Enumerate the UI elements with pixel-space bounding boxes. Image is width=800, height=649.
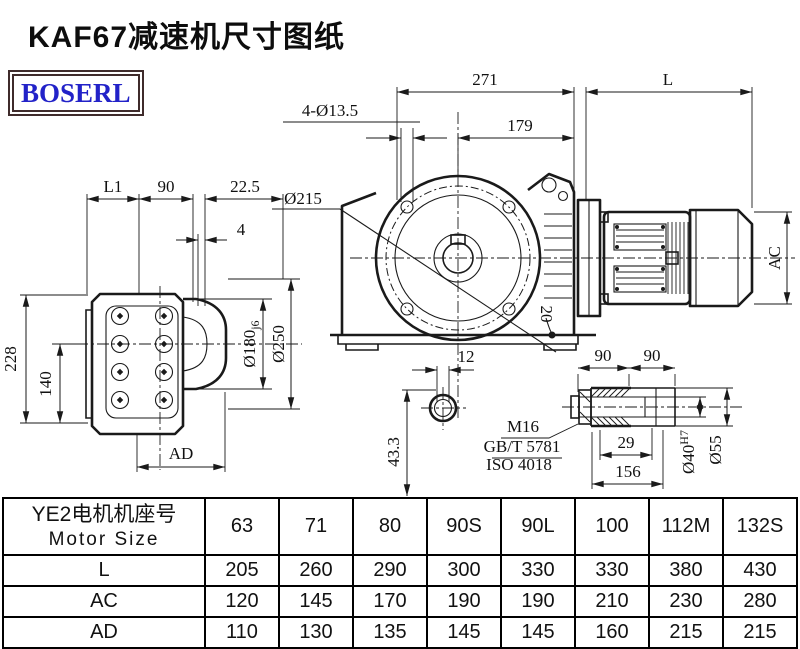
dim-L: L xyxy=(663,70,673,89)
cell: 130 xyxy=(278,616,354,649)
dim-215: Ø215 xyxy=(284,189,322,208)
dim-90b: 90 xyxy=(644,346,661,365)
table-row: AC 120 145 170 190 190 210 230 280 xyxy=(2,585,798,618)
bolt-note: M16 GB/T 5781 ISO 4018 xyxy=(484,417,579,474)
row-label: AC xyxy=(2,585,206,618)
cell: 215 xyxy=(648,616,724,649)
cell: 145 xyxy=(500,616,576,649)
col-header: 100 xyxy=(574,497,650,556)
row-label: AD xyxy=(2,616,206,649)
cell: 190 xyxy=(500,585,576,618)
dim-179: 179 xyxy=(507,116,533,135)
cell: 230 xyxy=(648,585,724,618)
cell: 260 xyxy=(278,554,354,587)
table-row: L 205 260 290 300 330 330 380 430 xyxy=(2,554,798,587)
col-header: 90S xyxy=(426,497,502,556)
dim-180j6: Ø180j6 xyxy=(240,320,262,367)
cell: 330 xyxy=(574,554,650,587)
cell: 290 xyxy=(352,554,428,587)
col-header: 71 xyxy=(278,497,354,556)
dim-L1: L1 xyxy=(104,177,123,196)
boserl-logo: BOSERL xyxy=(8,70,144,116)
dim-4: 4 xyxy=(237,220,246,239)
note-gbt: GB/T 5781 xyxy=(484,437,561,456)
cell: 135 xyxy=(352,616,428,649)
col-header: 112M xyxy=(648,497,724,556)
cell: 145 xyxy=(426,616,502,649)
cell: 145 xyxy=(278,585,354,618)
cell: 160 xyxy=(574,616,650,649)
motor-view xyxy=(576,198,754,318)
cell: 215 xyxy=(722,616,798,649)
dim-20: 20 xyxy=(537,306,556,323)
hollow-shaft-detail: 90 90 29 156 Ø40H7 Ø55 xyxy=(562,346,745,489)
dim-156: 156 xyxy=(615,462,641,481)
header-motor-size: YE2电机机座号 Motor Size xyxy=(2,497,206,556)
dim-AC: AC xyxy=(765,246,784,270)
dim-55: Ø55 xyxy=(706,435,725,464)
col-header: 80 xyxy=(352,497,428,556)
dim-40H7: Ø40H7 xyxy=(677,430,698,474)
dim-271: 271 xyxy=(472,70,498,89)
motor-size-table: YE2电机机座号 Motor Size 63 71 80 90S 90L 100… xyxy=(2,497,798,649)
cell: 120 xyxy=(204,585,280,618)
row-label: L xyxy=(2,554,206,587)
dim-90-top: 90 xyxy=(158,177,175,196)
dim-140: 140 xyxy=(36,371,55,397)
shaft-section-view: 12 43.3 xyxy=(384,347,475,496)
dim-250: Ø250 xyxy=(269,325,288,363)
col-header: 132S xyxy=(722,497,798,556)
dim-bolt-holes: 4-Ø13.5 xyxy=(302,101,358,120)
logo-text: BOSERL xyxy=(21,78,131,108)
cell: 170 xyxy=(352,585,428,618)
cell: 280 xyxy=(722,585,798,618)
dim-90a: 90 xyxy=(595,346,612,365)
dim-22-5: 22.5 xyxy=(230,177,260,196)
dim-43-3: 43.3 xyxy=(384,437,403,467)
cell: 330 xyxy=(500,554,576,587)
cell: 205 xyxy=(204,554,280,587)
top-dimensions: 271 L 179 4-Ø13.5 Ø215 xyxy=(272,70,753,353)
cell: 110 xyxy=(204,616,280,649)
page-title: KAF67减速机尺寸图纸 xyxy=(28,21,346,54)
cell: 380 xyxy=(648,554,724,587)
dim-228: 228 xyxy=(1,346,20,372)
col-header: 63 xyxy=(204,497,280,556)
dim-29: 29 xyxy=(618,433,635,452)
side-view: L1 90 22.5 4 228 140 AD Ø180j6 Ø250 xyxy=(1,177,302,472)
cell: 210 xyxy=(574,585,650,618)
cell: 300 xyxy=(426,554,502,587)
table-row: AD 110 130 135 145 145 160 215 215 xyxy=(2,616,798,649)
cell: 430 xyxy=(722,554,798,587)
note-iso: ISO 4018 xyxy=(486,455,552,474)
ac-dimension: AC xyxy=(754,211,792,305)
table-header-row: YE2电机机座号 Motor Size 63 71 80 90S 90L 100… xyxy=(2,497,798,556)
note-thread: M16 xyxy=(507,417,539,436)
dim-12: 12 xyxy=(458,347,475,366)
cell: 190 xyxy=(426,585,502,618)
col-header: 90L xyxy=(500,497,576,556)
dim-AD: AD xyxy=(169,444,194,463)
